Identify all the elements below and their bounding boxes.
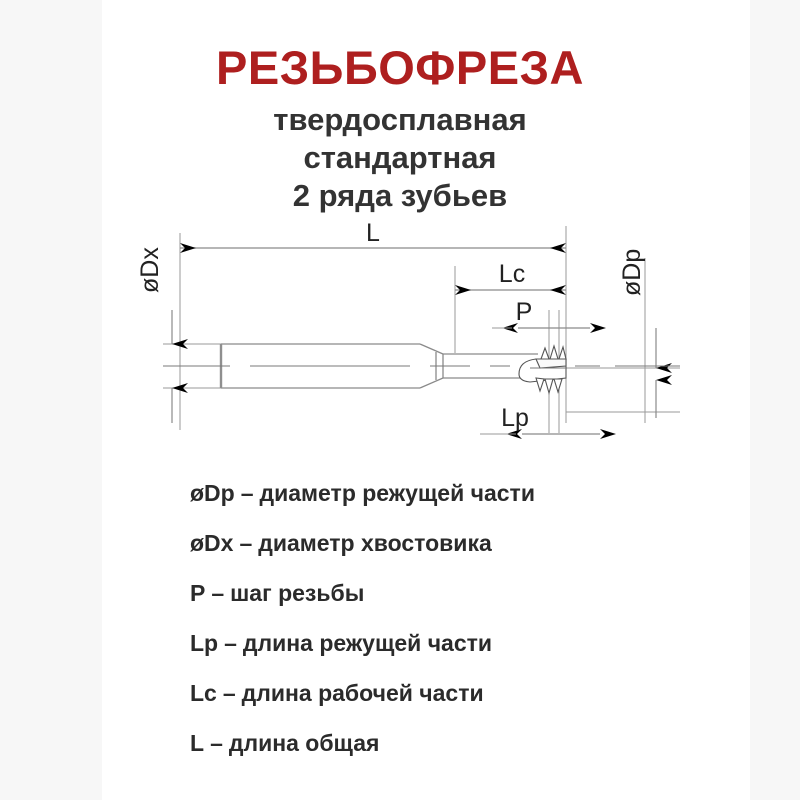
- legend-item-p: P – шаг резьбы: [190, 568, 750, 618]
- legend-desc-dx: диаметр хвостовика: [258, 529, 492, 556]
- subtitle-material: твердосплавная: [273, 102, 527, 137]
- title-block: РЕЗЬБОФРЕЗА твердосплавная стандартная 2…: [0, 44, 800, 214]
- technical-drawing: L Lc P Lp øDx: [0, 218, 800, 468]
- legend-item-lc: Lc – длина рабочей части: [190, 668, 750, 718]
- legend-dash-lc: –: [222, 679, 236, 706]
- tool-body: [219, 343, 538, 389]
- legend-dash-dx: –: [239, 529, 253, 556]
- dimension-pitch: P: [492, 298, 606, 333]
- dimension-shank-diameter: øDx: [136, 247, 188, 423]
- extension-lines: [163, 226, 680, 433]
- dimension-label-L: L: [366, 219, 380, 247]
- legend-symbol-p: P: [190, 579, 206, 606]
- dimension-overall-length: L: [180, 219, 566, 253]
- dimension-cutting-length: Lp: [480, 404, 616, 439]
- legend-dash-dp: –: [240, 479, 254, 506]
- dimension-label-Lp: Lp: [501, 404, 529, 432]
- dimension-label-oDx: øDx: [136, 247, 164, 293]
- page-title: РЕЗЬБОФРЕЗА: [216, 41, 584, 94]
- cutting-head: [518, 344, 567, 396]
- legend-dash-l: –: [210, 729, 223, 756]
- left-edge-band: [0, 0, 102, 800]
- legend-symbol-lc: Lc: [190, 679, 217, 706]
- subtitle-teeth-rows: 2 ряда зубьев: [292, 177, 508, 213]
- legend-desc-l: длина общая: [228, 729, 380, 756]
- dimension-label-oDp: øDp: [618, 249, 646, 296]
- legend-desc-lc: длина рабочей части: [241, 679, 484, 706]
- legend-item-dx: øDx – диаметр хвостовика: [190, 518, 750, 568]
- legend-item-dp: øDp – диаметр режущей части: [190, 468, 750, 518]
- legend-item-l: L – длина общая: [190, 718, 750, 768]
- dimension-cutting-diameter: øDp: [618, 249, 672, 418]
- legend-dash-p: –: [211, 579, 225, 606]
- legend-item-lp: Lp – длина режущей части: [190, 618, 750, 668]
- right-edge-band: [750, 0, 800, 800]
- legend-desc-dp: диаметр режущей части: [259, 479, 535, 506]
- legend-symbol-dx: øDx: [190, 529, 234, 556]
- subtitle-type: стандартная: [303, 139, 497, 175]
- legend-list: øDp – диаметр режущей части øDx – диамет…: [190, 468, 750, 768]
- legend-symbol-lp: Lp: [190, 629, 219, 656]
- legend-symbol-l: L: [190, 729, 205, 756]
- dimension-label-Lc: Lc: [499, 260, 525, 288]
- dimension-label-P: P: [516, 298, 533, 326]
- legend-desc-p: шаг резьбы: [230, 579, 365, 606]
- legend-symbol-dp: øDp: [190, 479, 235, 506]
- dimension-working-length: Lc: [455, 260, 566, 295]
- legend-desc-lp: длина режущей части: [242, 629, 493, 656]
- legend-dash-lp: –: [224, 629, 237, 656]
